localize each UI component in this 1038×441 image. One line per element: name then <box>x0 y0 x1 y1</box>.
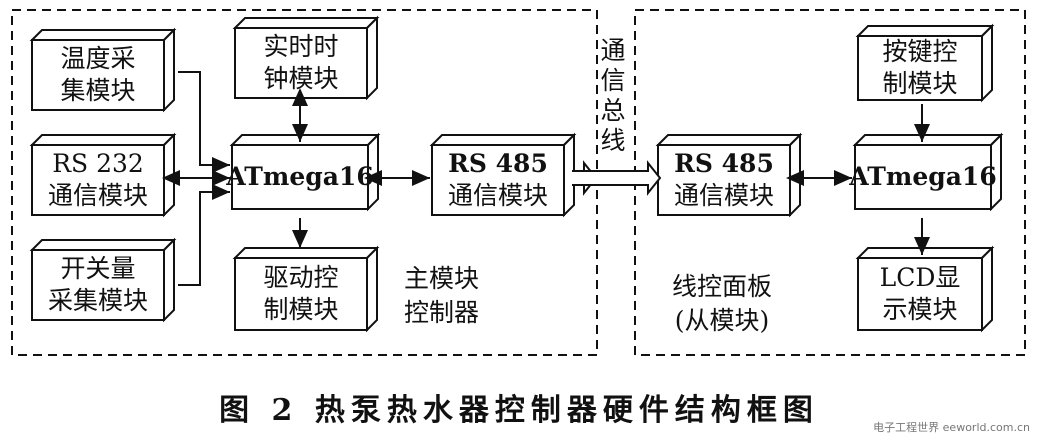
panel-group-line: 线控面板 <box>671 272 772 301</box>
bus-char: 信 <box>600 66 626 95</box>
driver-block <box>232 245 380 333</box>
lcd-label: LCD显示模块 <box>858 258 982 330</box>
rtc-label: 实时时钟模块 <box>235 28 367 98</box>
bus-char: 总 <box>600 96 626 125</box>
panel-group-label: 线控面板 (从模块) <box>662 270 782 338</box>
block-label-line: LCD显 <box>879 263 961 292</box>
block-label-line: 温度采 <box>60 44 136 73</box>
mcu-panel-label: ATmega16 <box>849 145 996 209</box>
block-label-line: RS 232 <box>52 149 144 178</box>
main-group-line: 主模块 <box>404 264 480 293</box>
keys-label: 按键控制模块 <box>858 36 982 100</box>
bus-char: 通 <box>600 36 626 65</box>
switch-to-mcu-arrow <box>178 184 230 286</box>
figure-caption: 图 2 热泵热水器控制器硬件结构框图 <box>219 393 819 428</box>
temp-to-mcu-arrow <box>178 71 230 173</box>
block-label-line: 钟模块 <box>263 64 339 93</box>
rs485-main-label: RS 485 通信模块 <box>432 145 564 215</box>
lcd-block <box>855 245 995 333</box>
block-label-line: RS 485 <box>448 149 548 178</box>
mcu-main-block <box>229 132 381 212</box>
mcu-panel-block <box>852 132 1004 212</box>
rs232-block <box>29 132 177 218</box>
keys-block <box>855 23 995 103</box>
temp-block <box>29 27 177 113</box>
rs485-panel-label: RS 485 通信模块 <box>658 145 790 215</box>
block-label-line: ATmega16 <box>849 162 997 191</box>
block-label-line: 按键控 <box>882 37 958 66</box>
main-group-line: 控制器 <box>404 298 480 327</box>
switch-label: 开关量采集模块 <box>32 250 164 320</box>
block-label-line: 驱动控 <box>263 263 339 292</box>
block-label-line: 实时时 <box>263 32 339 61</box>
rs232-label: RS 232 通信模块 <box>32 145 164 215</box>
bus-arrow <box>572 160 662 196</box>
panel-group-line: (从模块) <box>674 306 770 335</box>
block-label-line: ATmega16 <box>226 162 374 191</box>
mcu-main-label: ATmega16 <box>226 145 373 209</box>
main-group-label: 主模块 控制器 <box>404 262 479 330</box>
watermark: 电子工程世界 eeworld.com.cn <box>873 421 1030 434</box>
block-label-line: 通信模块 <box>673 181 774 210</box>
block-label-line: 制模块 <box>882 69 958 98</box>
block-label-line: 示模块 <box>882 295 958 324</box>
bus-char: 线 <box>600 126 626 155</box>
block-label-line: 采集模块 <box>47 286 148 315</box>
block-label-line: 通信模块 <box>47 181 148 210</box>
temp-label: 温度采集模块 <box>32 40 164 110</box>
block-label-line: 集模块 <box>60 76 136 105</box>
block-label-line: 开关量 <box>60 254 136 283</box>
block-label-line: 通信模块 <box>447 181 548 210</box>
block-label-line: 制模块 <box>263 295 339 324</box>
switch-block <box>29 237 177 323</box>
rs485-main-block <box>429 132 577 218</box>
bus-label: 通 信 总 线 <box>596 36 630 156</box>
block-label-line: RS 485 <box>674 149 774 178</box>
driver-label: 驱动控制模块 <box>235 258 367 330</box>
rs485-panel-block <box>655 132 803 218</box>
